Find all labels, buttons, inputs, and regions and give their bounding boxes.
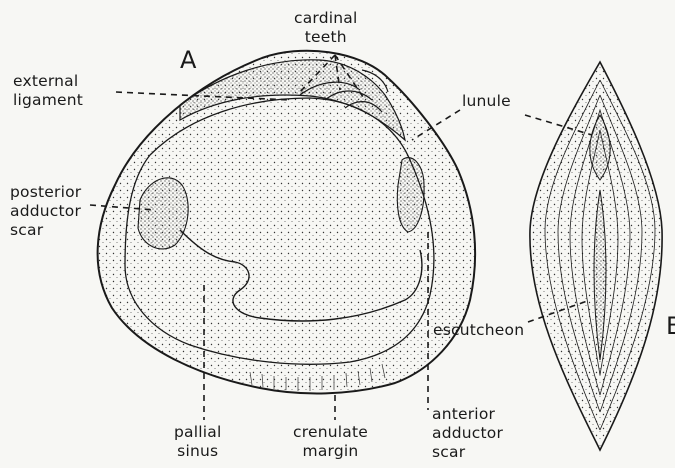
label-anterior-adductor-scar: anterior adductor scar [432,405,503,462]
label-pallial-sinus: pallial sinus [174,423,221,461]
valve-interior-a [98,51,476,394]
label-crenulate-margin: crenulate margin [293,423,368,461]
panel-letter-a: A [180,46,196,74]
label-external-ligament: external ligament [13,72,83,110]
panel-letter-b: B [666,312,675,340]
valve-dorsal-b [530,62,662,450]
label-escutcheon: escutcheon [433,321,524,340]
label-posterior-adductor-scar: posterior adductor scar [10,183,81,240]
label-lunule: lunule [462,92,511,111]
label-cardinal-teeth: cardinal teeth [294,9,358,47]
